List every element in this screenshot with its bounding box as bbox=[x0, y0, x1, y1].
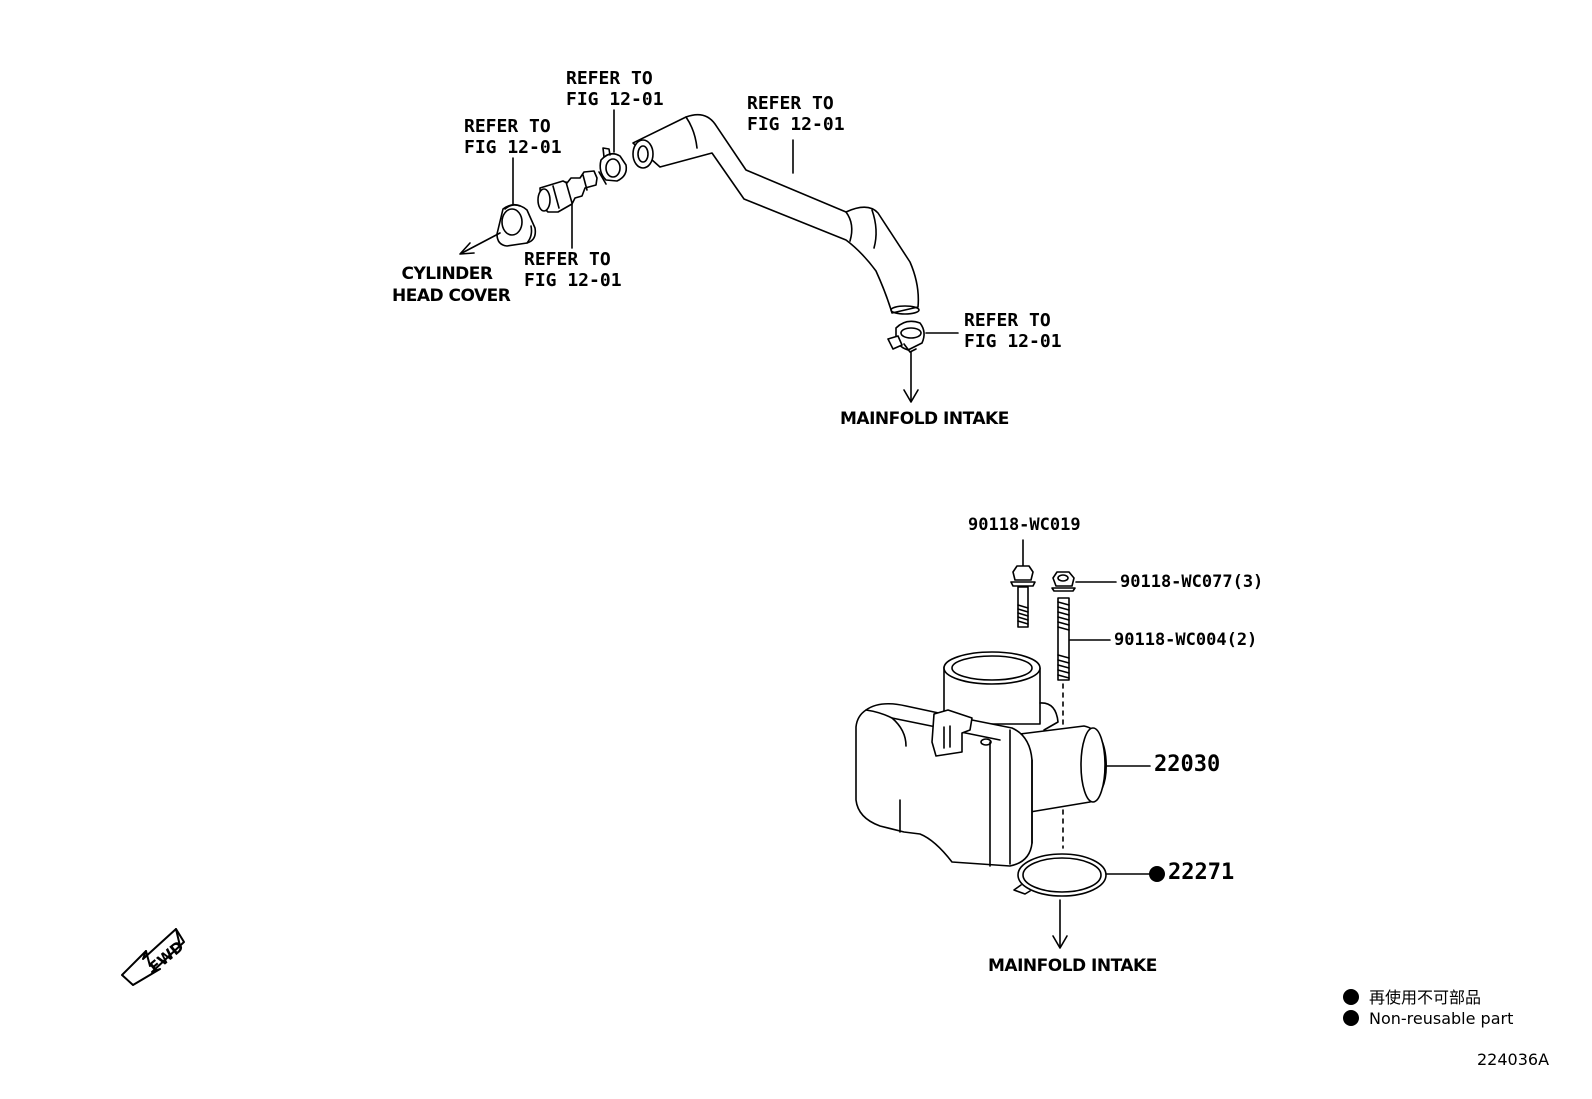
part-number-gasket: 22271 bbox=[1168, 860, 1235, 885]
upper-clip-part bbox=[598, 147, 628, 185]
part-number-throttle-body: 22030 bbox=[1154, 752, 1221, 777]
part-number-bolt: 90118-WC019 bbox=[968, 515, 1081, 535]
label-manifold-intake-lower: MAINFOLD INTAKE bbox=[988, 956, 1157, 976]
pcv-hose-part bbox=[632, 113, 920, 315]
arrow-manifold-lower bbox=[1052, 899, 1068, 949]
arrow-manifold-upper bbox=[903, 351, 919, 403]
pcv-valve-part bbox=[537, 170, 598, 213]
lower-clip-part bbox=[887, 320, 925, 353]
nut-part bbox=[1051, 571, 1076, 592]
throttle-body-part bbox=[855, 651, 1107, 867]
legend-dot-icon bbox=[1343, 1010, 1359, 1026]
diagram-code: 224036A bbox=[1477, 1050, 1550, 1069]
part-number-stud: 90118-WC004(2) bbox=[1114, 630, 1258, 650]
label-manifold-intake-upper: MAINFOLD INTAKE bbox=[840, 409, 1009, 429]
fwd-arrow-icon bbox=[121, 928, 185, 986]
label-cylinder-head-cover: CYLINDER HEAD COVER bbox=[392, 264, 511, 306]
label-ref-lower-clip: REFER TO FIG 12-01 bbox=[964, 310, 1062, 352]
non-reusable-dot-icon bbox=[1149, 866, 1165, 882]
arrow-cylinder-head-cover bbox=[459, 232, 501, 255]
label-ref-grommet: REFER TO FIG 12-01 bbox=[464, 116, 562, 158]
legend-japanese: 再使用不可部品 bbox=[1343, 984, 1481, 1008]
legend-english: Non-reusable part bbox=[1343, 1009, 1513, 1028]
label-ref-pcv-valve: REFER TO FIG 12-01 bbox=[524, 249, 622, 291]
part-number-nut: 90118-WC077(3) bbox=[1120, 572, 1264, 592]
label-ref-upper-clip: REFER TO FIG 12-01 bbox=[566, 68, 664, 110]
grommet-part bbox=[496, 203, 537, 247]
bolt-part bbox=[1010, 539, 1036, 628]
gasket-part bbox=[1013, 853, 1107, 897]
stud-part bbox=[1057, 597, 1070, 681]
label-ref-hose: REFER TO FIG 12-01 bbox=[747, 93, 845, 135]
legend-dot-icon bbox=[1343, 989, 1359, 1005]
